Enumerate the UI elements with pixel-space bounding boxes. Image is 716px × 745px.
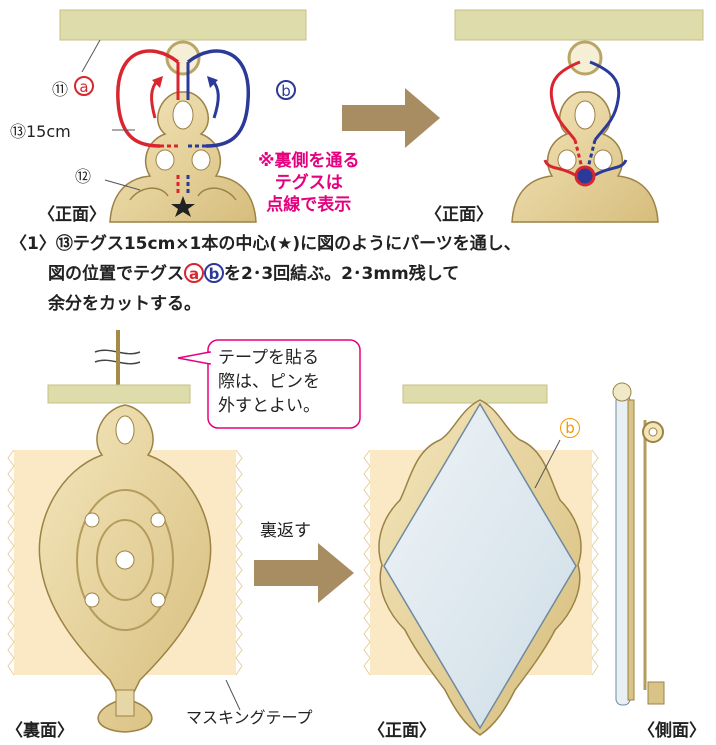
- side-label: 〈側面〉: [638, 721, 706, 741]
- instruction-circle-a: a: [184, 263, 204, 283]
- step1-right-figure: [454, 9, 704, 223]
- masking-tape-label: マスキングテープ: [186, 708, 313, 727]
- thread-b-left: [186, 49, 250, 148]
- top-bar-left: [59, 9, 307, 41]
- instruction-line-2-pre: 図の位置でテグス: [48, 264, 184, 284]
- star-icon: [171, 196, 195, 217]
- thread-a-left: [116, 49, 180, 148]
- flip-label: 裏返す: [260, 521, 311, 541]
- instruction-circle-b: b: [204, 263, 224, 283]
- charm-right: [511, 91, 659, 223]
- step2-front-figure: [363, 384, 599, 736]
- thread-b-circle: b: [276, 80, 296, 100]
- step2-side-figure: [612, 382, 665, 706]
- arrow-a-icon: [150, 78, 160, 119]
- part-label-12: ⑫: [75, 167, 92, 186]
- top-bar-right: [454, 9, 704, 41]
- top-bar-front: [402, 384, 548, 404]
- top-bar-back: [47, 384, 191, 404]
- knot-icon: [574, 165, 596, 187]
- mirror-b-circle: b: [560, 418, 580, 438]
- dotted-line-note: ※裏側を通る テグスは 点線で表示: [258, 151, 360, 215]
- mirror-diamond: [383, 402, 577, 730]
- part-label-13: ⑬15cm: [10, 122, 71, 141]
- front-label-step2: 〈正面〉: [368, 721, 436, 741]
- tip-text: テープを貼る 際は、ピンを 外すとよい。: [218, 348, 320, 416]
- arrow-b-icon: [210, 78, 220, 119]
- back-label: 〈裏面〉: [6, 721, 74, 741]
- part-label-11: ⑪: [52, 80, 69, 99]
- front-label-step1-left: 〈正面〉: [38, 205, 106, 225]
- instruction-line-1: 〈1〉⑬テグス15cm×1本の中心(★)に図のようにパーツを通し、: [10, 234, 521, 254]
- step2-arrow-icon: [254, 543, 354, 603]
- jump-ring-left: [165, 40, 201, 76]
- step1-arrow-icon: [342, 88, 440, 148]
- thread-a-label: a: [74, 76, 94, 96]
- jump-ring-right: [567, 40, 603, 76]
- mirror-b-label: b: [560, 418, 580, 438]
- step1-left-figure: [59, 9, 307, 223]
- thread-b-label: b: [276, 80, 296, 100]
- tip-bubble: [177, 339, 361, 429]
- front-label-step1-right: 〈正面〉: [425, 205, 493, 225]
- instruction-line-3: 余分をカットする。: [48, 294, 201, 314]
- thread-a-circle: a: [74, 76, 94, 96]
- step2-back-figure: [7, 330, 243, 733]
- instruction-line-2-post: を2･3回結ぶ。2･3mm残して: [224, 264, 460, 284]
